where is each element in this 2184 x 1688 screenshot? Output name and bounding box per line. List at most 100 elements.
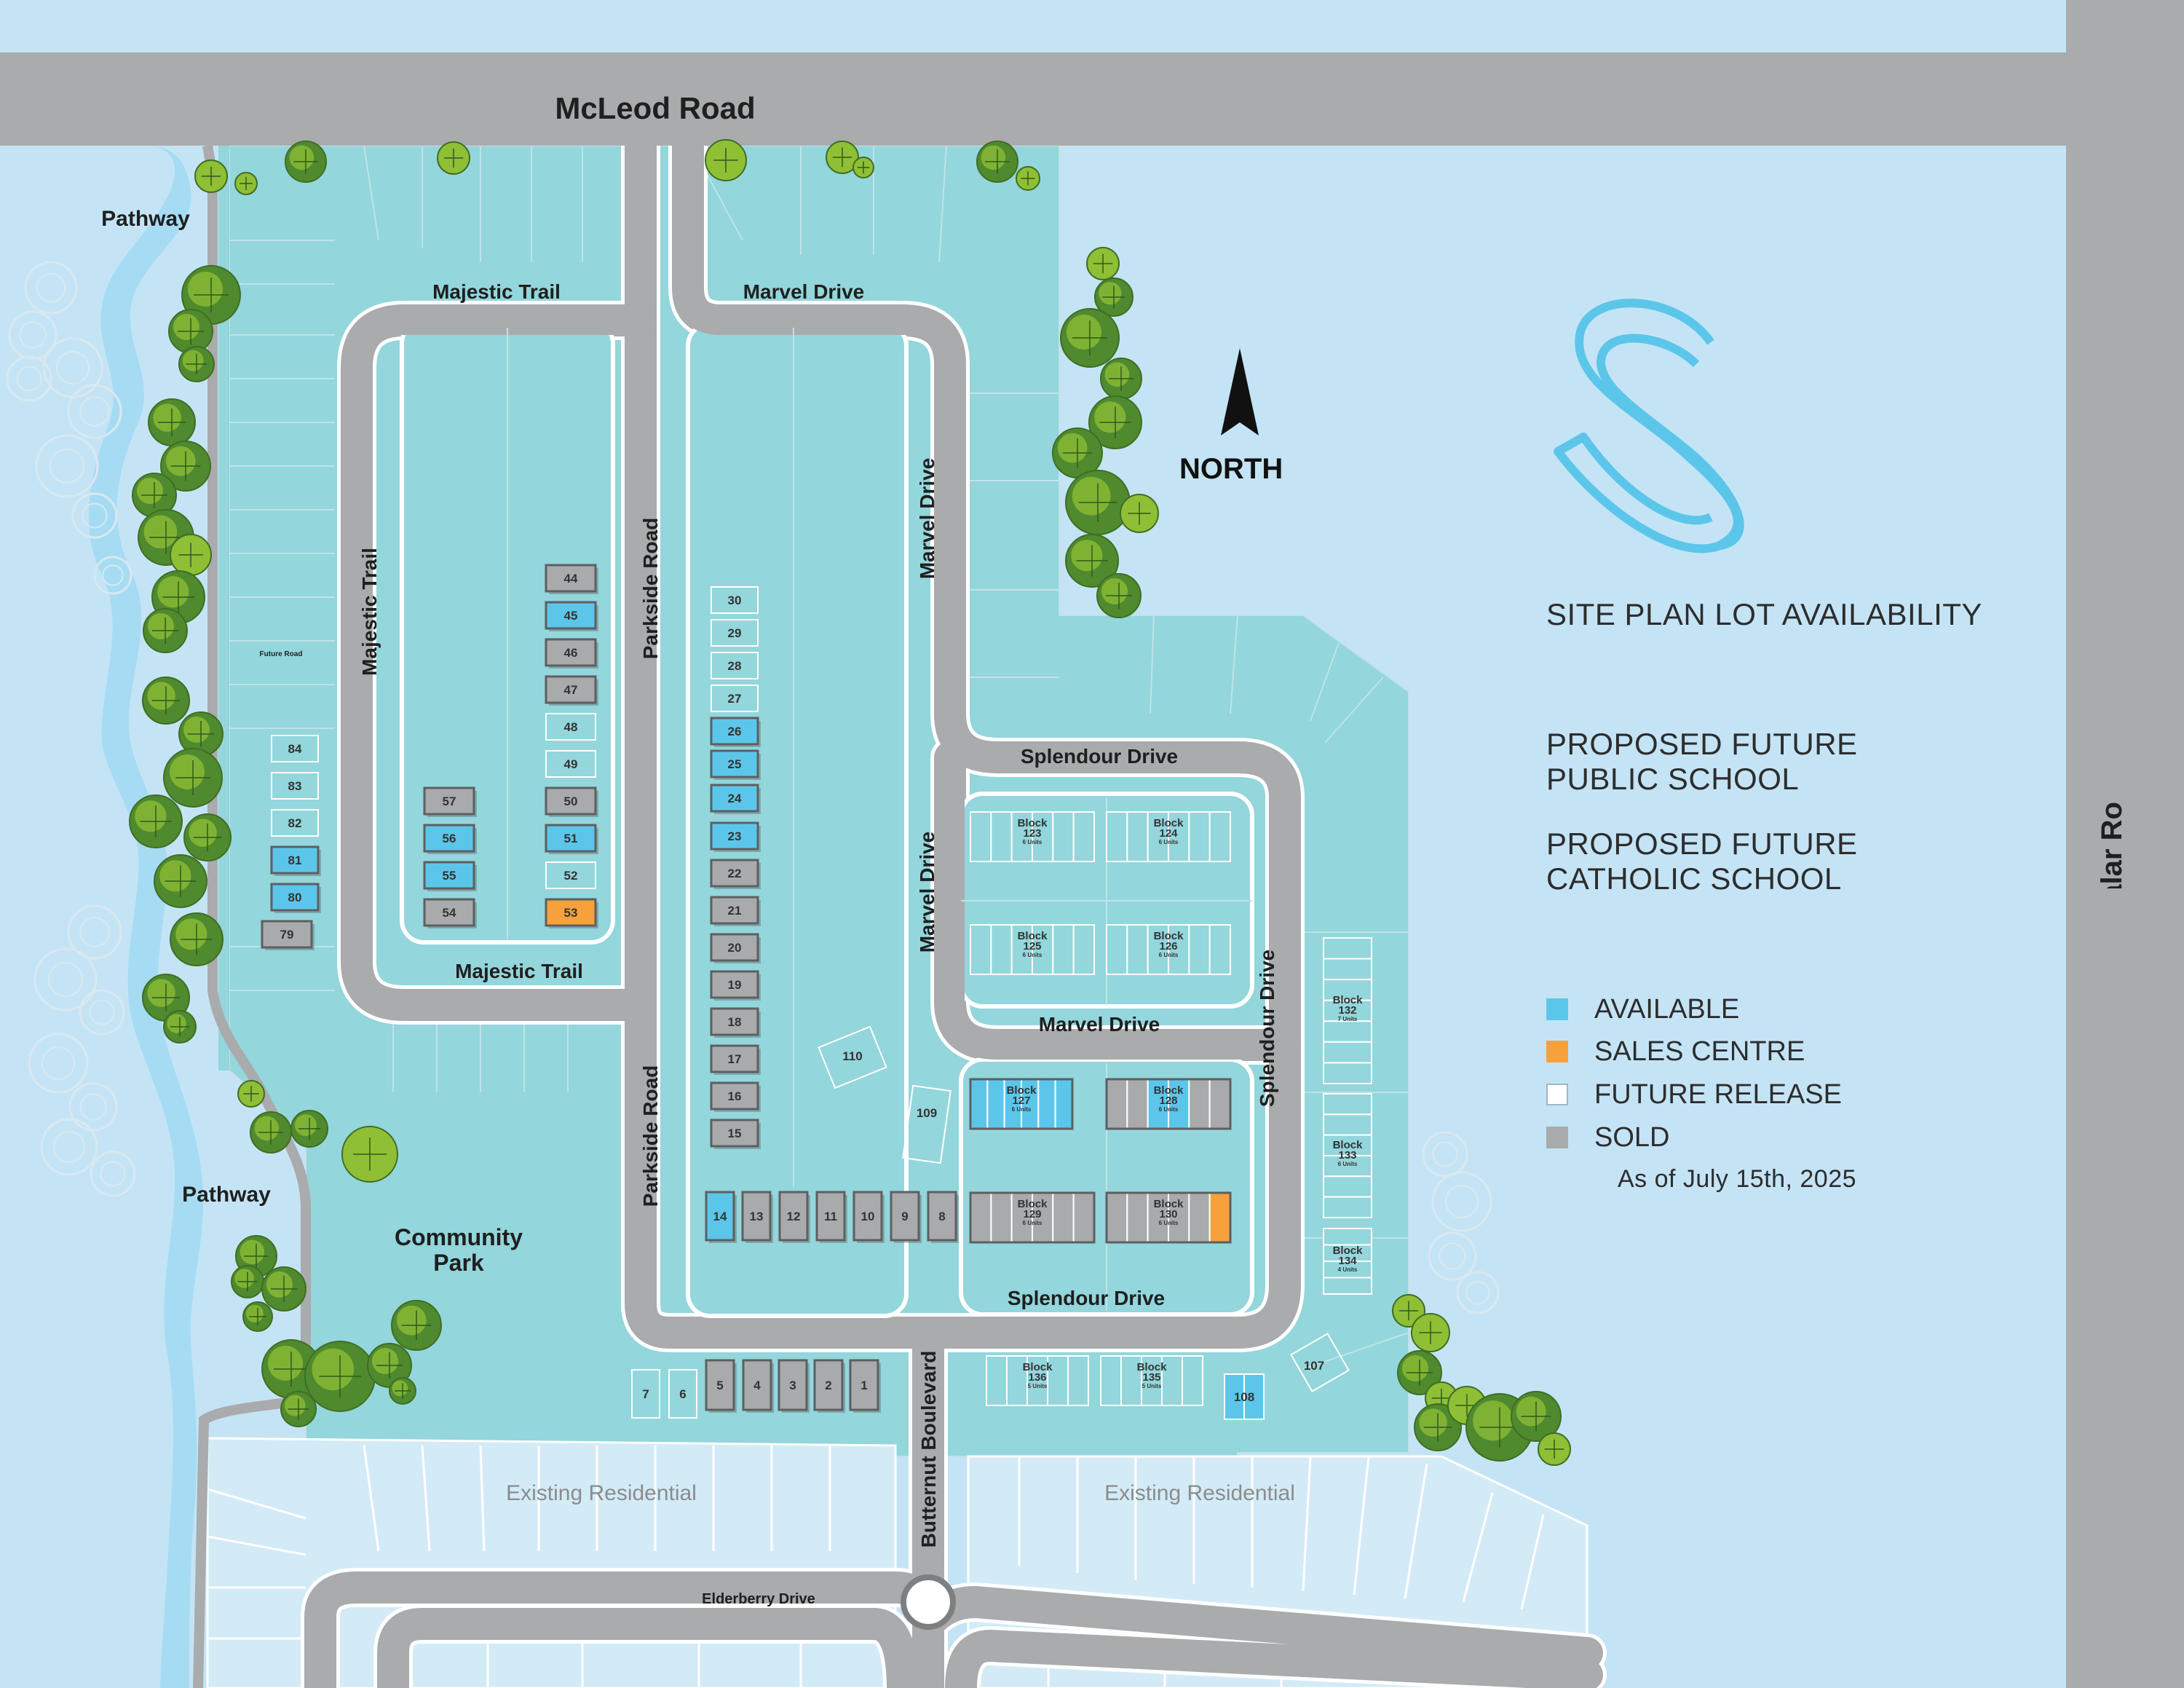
lot-10[interactable]: 10 bbox=[852, 1191, 885, 1243]
block-unit[interactable] bbox=[1188, 924, 1211, 975]
lot-54[interactable]: 54 bbox=[423, 898, 477, 928]
block-unit[interactable] bbox=[990, 811, 1013, 862]
lot-13-shape[interactable] bbox=[741, 1191, 772, 1242]
lot-48[interactable]: 48 bbox=[545, 713, 596, 741]
lot-6-shape[interactable] bbox=[668, 1369, 697, 1419]
block-unit[interactable] bbox=[1072, 1192, 1095, 1243]
lot-1-shape[interactable] bbox=[849, 1359, 879, 1411]
block-unit[interactable] bbox=[1147, 811, 1169, 862]
lot-55-shape[interactable] bbox=[423, 861, 475, 890]
lot-4[interactable]: 4 bbox=[742, 1359, 774, 1413]
block-unit[interactable] bbox=[1126, 811, 1149, 862]
lot-53[interactable]: 53 bbox=[545, 898, 598, 928]
block-unit[interactable] bbox=[970, 924, 992, 975]
lot-51[interactable]: 51 bbox=[545, 824, 598, 854]
block-unit[interactable] bbox=[1323, 1175, 1372, 1198]
block-unit[interactable] bbox=[1072, 811, 1095, 862]
lot-25-shape[interactable] bbox=[710, 749, 759, 778]
lot-82-shape[interactable] bbox=[271, 809, 319, 837]
block-unit[interactable] bbox=[1037, 1078, 1056, 1129]
lot-49[interactable]: 49 bbox=[545, 750, 596, 778]
block-unit[interactable] bbox=[1323, 1196, 1372, 1218]
lot-17[interactable]: 17 bbox=[710, 1044, 761, 1075]
lot-3[interactable]: 3 bbox=[778, 1359, 810, 1413]
lot-46[interactable]: 46 bbox=[545, 638, 598, 669]
block-unit[interactable] bbox=[1188, 1078, 1211, 1129]
lot-19[interactable]: 19 bbox=[710, 970, 761, 1001]
lot-26-shape[interactable] bbox=[710, 717, 759, 746]
lot-21-shape[interactable] bbox=[710, 896, 759, 925]
block-unit[interactable] bbox=[1323, 1228, 1372, 1246]
block-unit[interactable] bbox=[1126, 1078, 1149, 1129]
lot-109[interactable]: 109 bbox=[902, 1084, 951, 1164]
block-unit[interactable] bbox=[1120, 1355, 1142, 1406]
lot-81-shape[interactable] bbox=[270, 845, 320, 875]
lot-18-shape[interactable] bbox=[710, 1007, 759, 1036]
block-unit[interactable] bbox=[1100, 1355, 1122, 1406]
lot-80-shape[interactable] bbox=[270, 883, 320, 912]
lot-15-shape[interactable] bbox=[710, 1119, 759, 1148]
block-unit[interactable] bbox=[1106, 1192, 1128, 1243]
lot-82[interactable]: 82 bbox=[271, 809, 319, 837]
block-unit[interactable] bbox=[1168, 924, 1190, 975]
lot-12-shape[interactable] bbox=[778, 1191, 809, 1242]
lot-26[interactable]: 26 bbox=[710, 717, 761, 747]
lot-83-shape[interactable] bbox=[271, 772, 319, 800]
lot-21[interactable]: 21 bbox=[710, 896, 761, 926]
lot-110-shape[interactable] bbox=[818, 1025, 887, 1089]
lot-6[interactable]: 6 bbox=[668, 1369, 697, 1419]
lot-29-shape[interactable] bbox=[711, 619, 759, 647]
lot-16[interactable]: 16 bbox=[710, 1081, 761, 1112]
block-unit[interactable] bbox=[1208, 924, 1231, 975]
lot-47[interactable]: 47 bbox=[545, 675, 598, 706]
lot-84[interactable]: 84 bbox=[271, 735, 319, 762]
lot-8[interactable]: 8 bbox=[927, 1191, 959, 1243]
lot-5-shape[interactable] bbox=[705, 1359, 735, 1411]
lot-27-shape[interactable] bbox=[711, 685, 759, 712]
lot-29[interactable]: 29 bbox=[711, 619, 759, 647]
lot-22-shape[interactable] bbox=[710, 859, 759, 888]
lot-50-shape[interactable] bbox=[545, 786, 597, 816]
block-unit[interactable] bbox=[1052, 924, 1075, 975]
lot-8-shape[interactable] bbox=[927, 1191, 957, 1242]
block-unit[interactable] bbox=[1126, 1192, 1149, 1243]
lot-10-shape[interactable] bbox=[852, 1191, 883, 1242]
lot-18[interactable]: 18 bbox=[710, 1007, 761, 1038]
block-unit[interactable] bbox=[1188, 1192, 1211, 1243]
block-unit[interactable] bbox=[1032, 924, 1054, 975]
block-unit[interactable] bbox=[1147, 924, 1169, 975]
lot-27[interactable]: 27 bbox=[711, 685, 759, 712]
lot-11[interactable]: 11 bbox=[815, 1191, 847, 1243]
block-unit[interactable] bbox=[1106, 811, 1128, 862]
block-unit[interactable] bbox=[1208, 811, 1231, 862]
lot-48-shape[interactable] bbox=[545, 713, 596, 741]
lot-44[interactable]: 44 bbox=[545, 564, 598, 594]
lot-13[interactable]: 13 bbox=[741, 1191, 773, 1243]
lot-2[interactable]: 2 bbox=[813, 1359, 845, 1413]
block-unit[interactable] bbox=[1141, 1355, 1163, 1406]
lot-12[interactable]: 12 bbox=[778, 1191, 810, 1243]
block-unit[interactable] bbox=[1067, 1355, 1089, 1406]
lot-109-shape[interactable] bbox=[902, 1084, 951, 1164]
lot-56-shape[interactable] bbox=[423, 824, 475, 853]
lot-24-shape[interactable] bbox=[710, 784, 759, 813]
lot-14[interactable]: 14 bbox=[705, 1191, 737, 1243]
lot-22[interactable]: 22 bbox=[710, 859, 761, 889]
lot-30[interactable]: 30 bbox=[711, 586, 759, 614]
lot-3-shape[interactable] bbox=[778, 1359, 808, 1411]
lot-79[interactable]: 79 bbox=[261, 920, 314, 950]
lot-7[interactable]: 7 bbox=[631, 1369, 660, 1419]
lot-50[interactable]: 50 bbox=[545, 786, 598, 817]
lot-80[interactable]: 80 bbox=[270, 883, 321, 913]
lot-108[interactable]: 108 bbox=[1224, 1373, 1265, 1420]
lot-46-shape[interactable] bbox=[545, 638, 597, 667]
lot-56[interactable]: 56 bbox=[423, 824, 477, 854]
lot-107-shape[interactable] bbox=[1290, 1333, 1350, 1392]
block-unit[interactable] bbox=[1323, 1277, 1372, 1295]
block-unit[interactable] bbox=[1208, 1078, 1231, 1129]
block-unit[interactable] bbox=[990, 1192, 1013, 1243]
